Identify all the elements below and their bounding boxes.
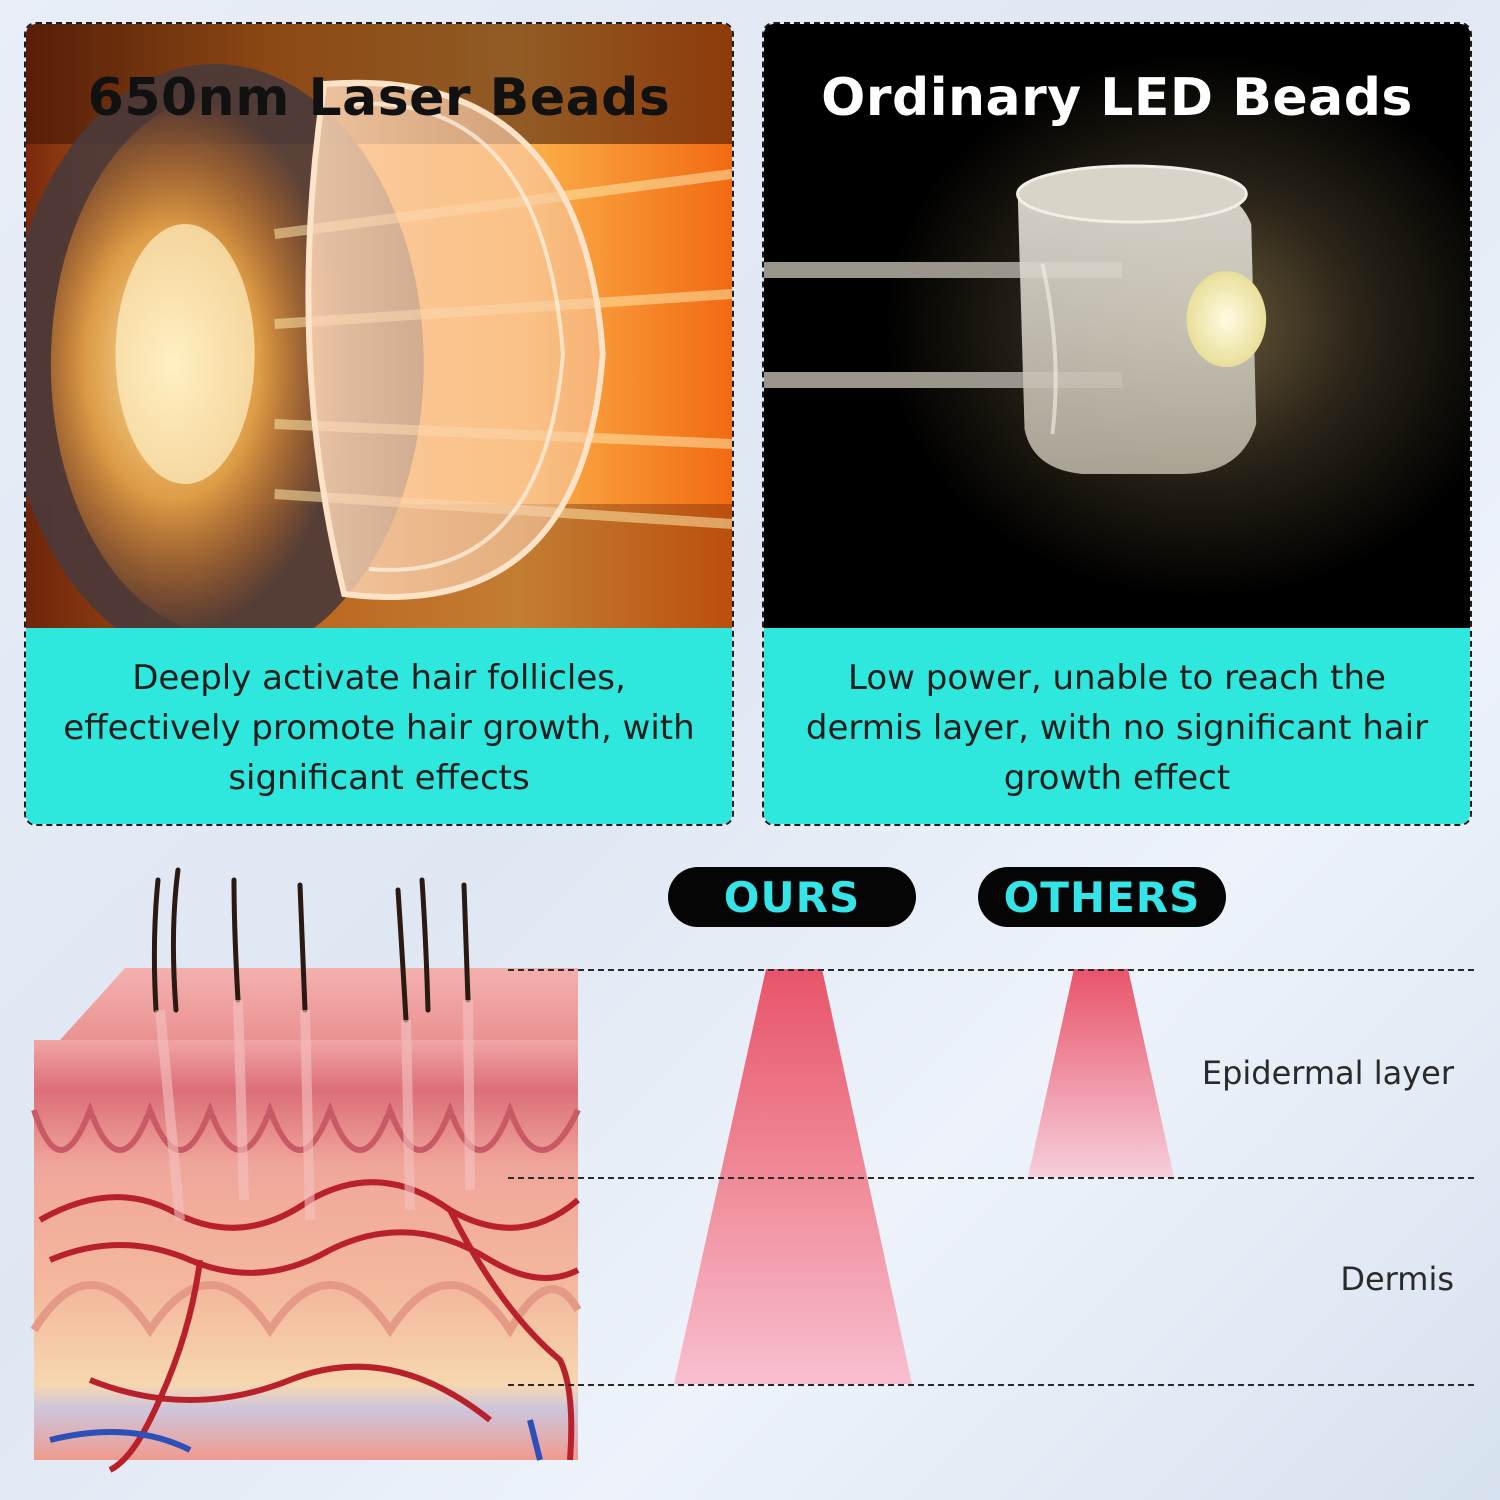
epidermis-boundary-line xyxy=(508,1177,1474,1179)
laser-bead-image xyxy=(26,24,732,628)
laser-panel-title: 650nm Laser Beads xyxy=(87,68,671,128)
dermis-boundary-line xyxy=(508,1384,1474,1386)
led-panel-caption: Low power, unable to reach the dermis la… xyxy=(764,628,1470,824)
led-panel-title: Ordinary LED Beads xyxy=(821,68,1413,128)
skin-cross-section-illustration xyxy=(30,867,582,1473)
others-badge: OTHERS xyxy=(978,867,1226,927)
led-beads-panel: Ordinary LED Beads Low power, unable to … xyxy=(762,22,1472,826)
others-light-beam xyxy=(1028,969,1174,1177)
laser-panel-caption: Deeply activate hair follicles, effectiv… xyxy=(26,628,732,824)
led-bead-image xyxy=(764,24,1470,628)
dermis-layer-label: Dermis xyxy=(1340,1260,1454,1298)
skin-surface-line xyxy=(508,969,1474,971)
epidermal-layer-label: Epidermal layer xyxy=(1201,1054,1454,1092)
ours-badge: OURS xyxy=(668,867,916,927)
ours-light-beam xyxy=(674,969,912,1384)
laser-beads-panel: 650nm Laser Beads Deeply activate hair f… xyxy=(24,22,734,826)
